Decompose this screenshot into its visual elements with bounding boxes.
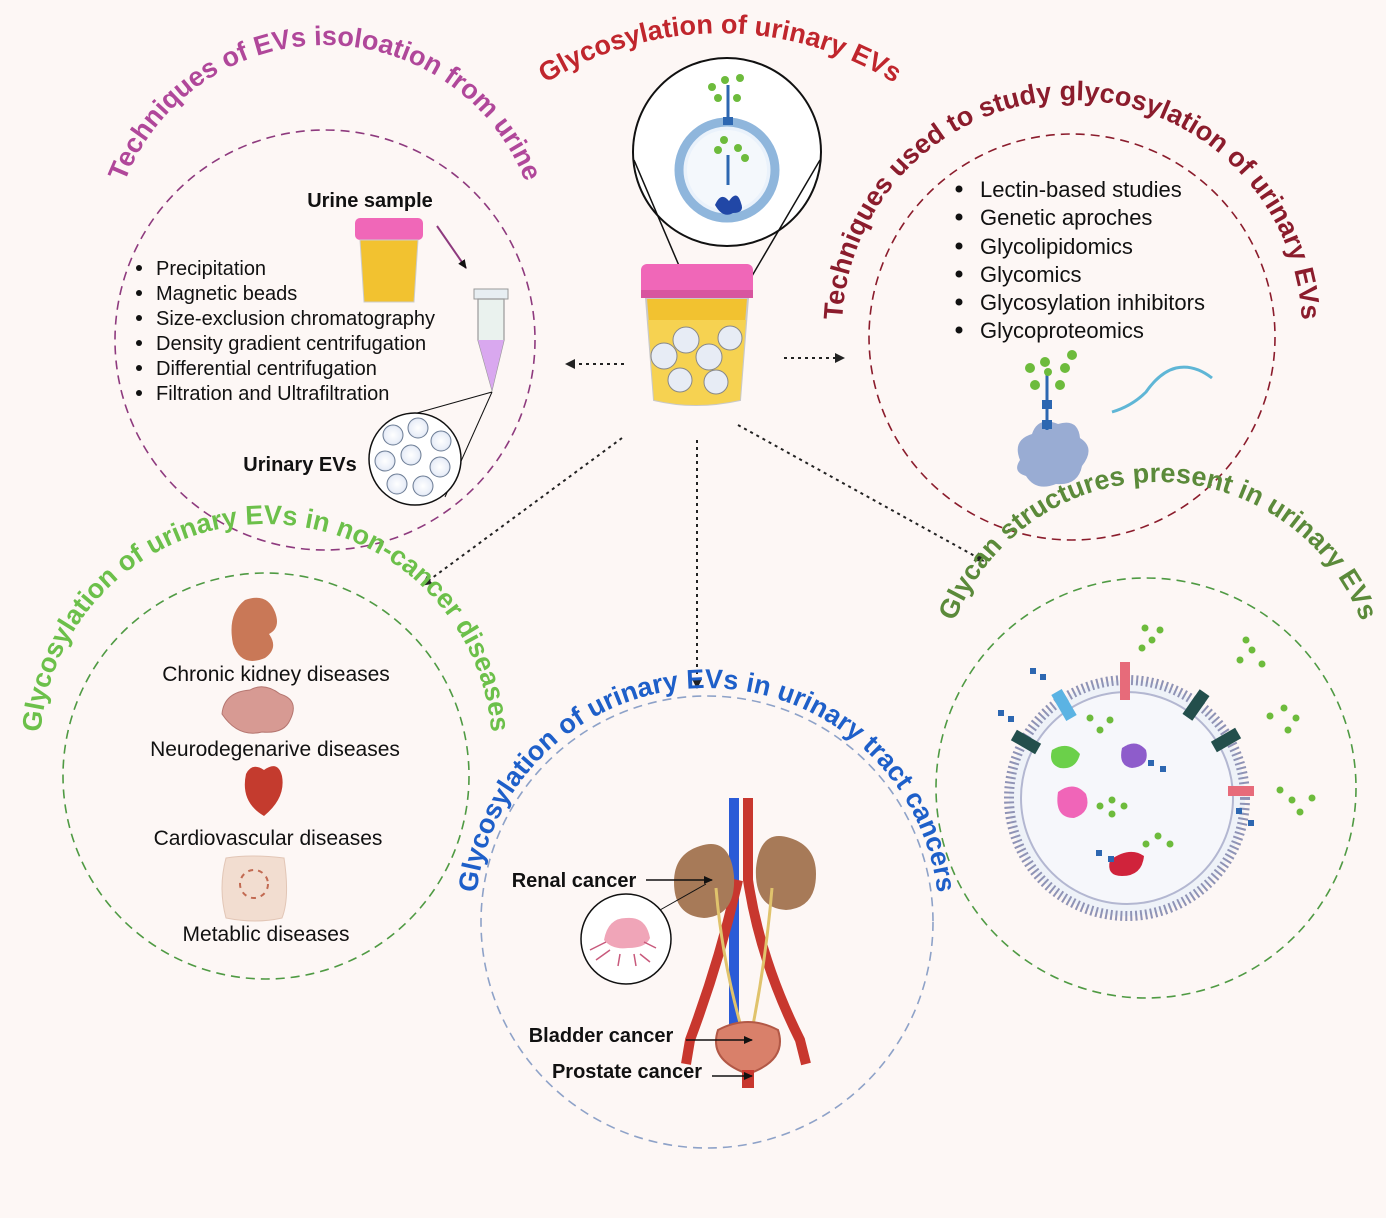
- svg-text:Glycolipidomics: Glycolipidomics: [980, 234, 1133, 259]
- receptor-icons: [1010, 662, 1254, 796]
- list-item: Glycosylation inhibitors: [955, 290, 1205, 315]
- svg-text:Precipitation: Precipitation: [156, 258, 266, 280]
- kidney-icon: [231, 597, 277, 661]
- list-item: Density gradient centrifugation: [136, 333, 426, 355]
- list-item: Glycolipidomics: [955, 234, 1133, 259]
- prostate-cancer-label: Prostate cancer: [552, 1061, 702, 1083]
- list-item: Precipitation: [136, 258, 266, 280]
- study-panel: Techniques used to study glycosylation o…: [818, 76, 1326, 541]
- isolation-panel: Techniques of EVs isoloation from urine …: [102, 21, 548, 551]
- list-item: Magnetic beads: [136, 283, 297, 305]
- svg-text:Genetic aproches: Genetic aproches: [980, 205, 1152, 230]
- disease-label: Neurodegenarive diseases: [150, 738, 400, 761]
- list-item: Differential centrifugation: [136, 358, 377, 380]
- bladder-cancer-label: Bladder cancer: [529, 1025, 674, 1047]
- disease-label: Chronic kidney diseases: [162, 663, 390, 686]
- sample-arrow: [436, 225, 467, 269]
- internal-protein-icons: [1051, 743, 1147, 876]
- arrow-to-glycan: [737, 424, 985, 562]
- glycolipid-icon: [1111, 365, 1213, 414]
- list-item: Size-exclusion chromatography: [136, 308, 435, 330]
- list-item: Genetic aproches: [955, 205, 1152, 230]
- glycan-structure-icons: [1086, 624, 1316, 848]
- svg-text:Differential centrifugation: Differential centrifugation: [156, 358, 377, 380]
- svg-text:Glycosylation inhibitors: Glycosylation inhibitors: [980, 290, 1205, 315]
- sample-cup-icon: [355, 218, 423, 303]
- list-item: Glycomics: [955, 262, 1081, 287]
- urinary-evs-label: Urinary EVs: [243, 454, 356, 476]
- isolation-method-list: Precipitation Magnetic beads Size-exclus…: [136, 258, 435, 405]
- urine-cup-icon: [641, 264, 753, 406]
- tumor-icon: [580, 893, 672, 985]
- glycan-core-icons: [998, 668, 1254, 862]
- arrow-to-noncancer: [421, 437, 623, 586]
- renal-cancer-label: Renal cancer: [512, 870, 637, 892]
- metabolic-body-icon: [221, 855, 288, 922]
- ev-membrane-icon: [1004, 675, 1250, 921]
- centrifuge-tube-icon: [473, 288, 509, 393]
- glycan-title: Glycan structures present in urinary EVs: [932, 458, 1383, 624]
- cancer-panel: Glycosylation of urinary EVs in urinary …: [453, 664, 961, 1149]
- svg-text:Magnetic beads: Magnetic beads: [156, 283, 297, 305]
- svg-text:Size-exclusion chromatography: Size-exclusion chromatography: [156, 308, 435, 330]
- urine-sample-label: Urine sample: [307, 190, 433, 212]
- svg-text:Filtration and Ultrafiltration: Filtration and Ultrafiltration: [156, 383, 389, 405]
- svg-text:Density gradient centrifugatio: Density gradient centrifugation: [156, 333, 426, 355]
- glycan-panel: Glycan structures present in urinary EVs: [932, 458, 1384, 999]
- list-item: Lectin-based studies: [955, 177, 1182, 202]
- list-item: Filtration and Ultrafiltration: [136, 383, 389, 405]
- disease-label: Cardiovascular diseases: [154, 827, 383, 850]
- urinary-system-icon: [674, 798, 816, 1088]
- svg-text:Glycomics: Glycomics: [980, 262, 1081, 287]
- flow-arrows: [421, 353, 985, 689]
- magnified-vesicle: [632, 57, 822, 247]
- isolation-title: Techniques of EVs isoloation from urine: [102, 21, 547, 185]
- list-item: Glycoproteomics: [955, 318, 1144, 343]
- svg-text:Lectin-based studies: Lectin-based studies: [980, 177, 1182, 202]
- heart-icon: [244, 766, 283, 816]
- svg-text:Glycoproteomics: Glycoproteomics: [980, 318, 1144, 343]
- glycoprotein-icon: [1017, 350, 1089, 487]
- study-method-list: Lectin-based studies Genetic aproches Gl…: [955, 177, 1205, 343]
- brain-icon: [221, 686, 294, 734]
- tumor-zoom-line: [659, 883, 707, 911]
- disease-label: Metablic diseases: [183, 923, 350, 946]
- urinary-evs-icon: [368, 412, 462, 506]
